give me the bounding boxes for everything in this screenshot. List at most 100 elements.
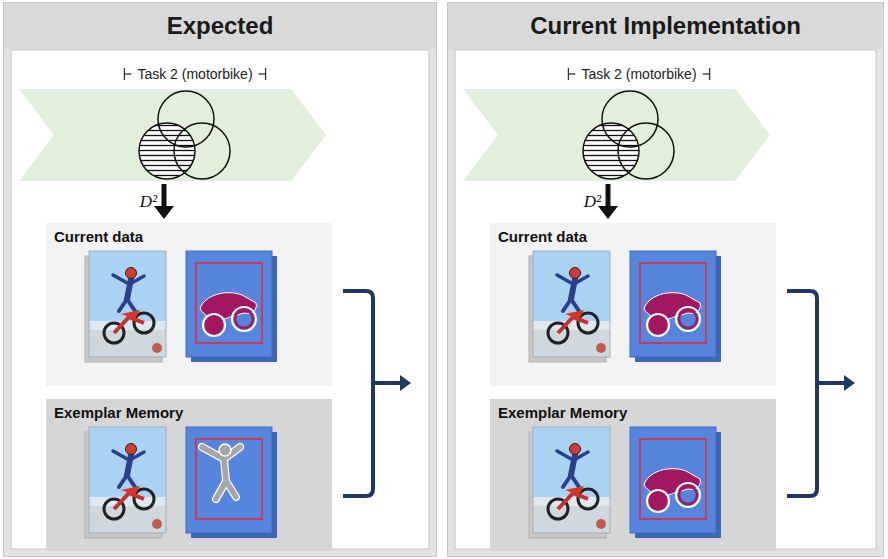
- mask-bbox: [640, 439, 706, 519]
- panel-header: [4, 3, 436, 49]
- bike-wheel-mask: [235, 310, 253, 328]
- mask-bbox: [196, 439, 262, 519]
- dataset-label-holder: D²: [584, 192, 601, 212]
- photo: [533, 427, 610, 533]
- span-bracket: [259, 73, 266, 74]
- bike-tank: [121, 486, 140, 495]
- bike-frame: [114, 317, 144, 333]
- photo-frame: [89, 251, 166, 357]
- mask-ground: [630, 427, 716, 533]
- set-circle: [174, 123, 230, 179]
- set-circle: [158, 91, 214, 147]
- photo-ground: [89, 505, 166, 533]
- rider-head: [219, 444, 231, 456]
- photo: [89, 251, 166, 357]
- box-heading: Current data: [46, 223, 332, 245]
- box-art: [490, 223, 776, 386]
- set-circle: [618, 123, 674, 179]
- box-art: [46, 223, 332, 386]
- merge-bracket: [787, 291, 817, 496]
- panel: ExpectedCurrent dataExemplar Memory Task …: [3, 2, 437, 557]
- data-arrow-shaft: [162, 184, 167, 208]
- rider-helmet: [126, 444, 137, 455]
- mask-stack: [186, 427, 277, 538]
- panel-title: Current Implementation: [448, 3, 883, 49]
- mask-ground: [630, 251, 716, 357]
- photo-stack: [85, 427, 166, 538]
- box-art: [46, 399, 332, 551]
- rider-helmet: [126, 268, 137, 279]
- hatched-set: [583, 123, 639, 179]
- bike-wheel-mask: [647, 490, 669, 512]
- rider-legs: [563, 475, 579, 487]
- photo-ground: [533, 505, 610, 533]
- bike-wheel-mask: [232, 307, 256, 331]
- panel-title: Expected: [4, 3, 436, 49]
- photo-stamp: [152, 343, 162, 353]
- data-arrow-head: [154, 206, 174, 219]
- hatched-set: [139, 123, 195, 179]
- panel-header: [448, 3, 883, 49]
- bike-wheel-mask: [679, 310, 697, 328]
- rider-legs: [119, 299, 135, 311]
- photo-sky: [533, 427, 610, 533]
- span-bracket: [124, 73, 131, 74]
- data-arrow-shaft: [606, 184, 611, 208]
- mask: [630, 427, 716, 533]
- span-bracket: [568, 73, 575, 74]
- rider-legs: [563, 299, 579, 311]
- bike-tank: [565, 310, 584, 319]
- rider-helmet: [570, 444, 581, 455]
- bike-wheel-mask: [676, 483, 700, 507]
- photo-frame: [89, 427, 166, 533]
- mask-ground: [186, 251, 272, 357]
- task-chevron: [19, 89, 326, 181]
- photo: [89, 427, 166, 533]
- box-heading: Exemplar Memory: [46, 399, 332, 421]
- mask-stack: [630, 251, 721, 362]
- photo-ground: [533, 329, 610, 357]
- merge-arrow-shaft: [373, 381, 402, 385]
- bike-frame: [558, 493, 588, 509]
- photo-stamp: [596, 519, 606, 529]
- set-circle: [602, 91, 658, 147]
- panel: Current ImplementationCurrent dataExempl…: [447, 2, 884, 557]
- bike-tank: [121, 310, 140, 319]
- photo-frame: [533, 427, 610, 533]
- box-heading: Exemplar Memory: [490, 399, 776, 421]
- photo-frame: [533, 251, 610, 357]
- photo-stack: [529, 427, 610, 538]
- task-label: Task 2 (motorbike): [137, 66, 252, 82]
- merge-bracket: [343, 291, 373, 496]
- data-box: Current data: [490, 223, 776, 386]
- photo-ground: [89, 329, 166, 357]
- bike-tank: [565, 486, 584, 495]
- mask: [630, 251, 716, 357]
- bike-wheel-mask: [203, 314, 225, 336]
- photo-sky: [89, 427, 166, 533]
- rider-legs: [119, 475, 135, 487]
- photo-stack: [529, 251, 610, 362]
- photo: [533, 251, 610, 357]
- merge-arrow-shaft: [817, 381, 846, 385]
- dataset-label: D²: [584, 192, 601, 212]
- mask-stack: [630, 427, 721, 538]
- photo-stamp: [596, 343, 606, 353]
- bike-frame: [558, 317, 588, 333]
- box-heading: Current data: [490, 223, 776, 245]
- span-bracket: [703, 73, 710, 74]
- task-label-holder: Task 2 (motorbike): [137, 65, 252, 83]
- bike-wheel-mask: [676, 307, 700, 331]
- box-art: [490, 399, 776, 551]
- merge-arrow-head: [400, 375, 411, 391]
- bike-wheel-mask: [679, 486, 697, 504]
- mask-bbox: [196, 263, 262, 343]
- data-box: Exemplar Memory: [46, 399, 332, 551]
- task-label-holder: Task 2 (motorbike): [581, 65, 696, 83]
- mask: [186, 427, 272, 533]
- bike-frame: [114, 493, 144, 509]
- bike-wheel-mask: [647, 314, 669, 336]
- mask-ground: [186, 427, 272, 533]
- data-box: Current data: [46, 223, 332, 386]
